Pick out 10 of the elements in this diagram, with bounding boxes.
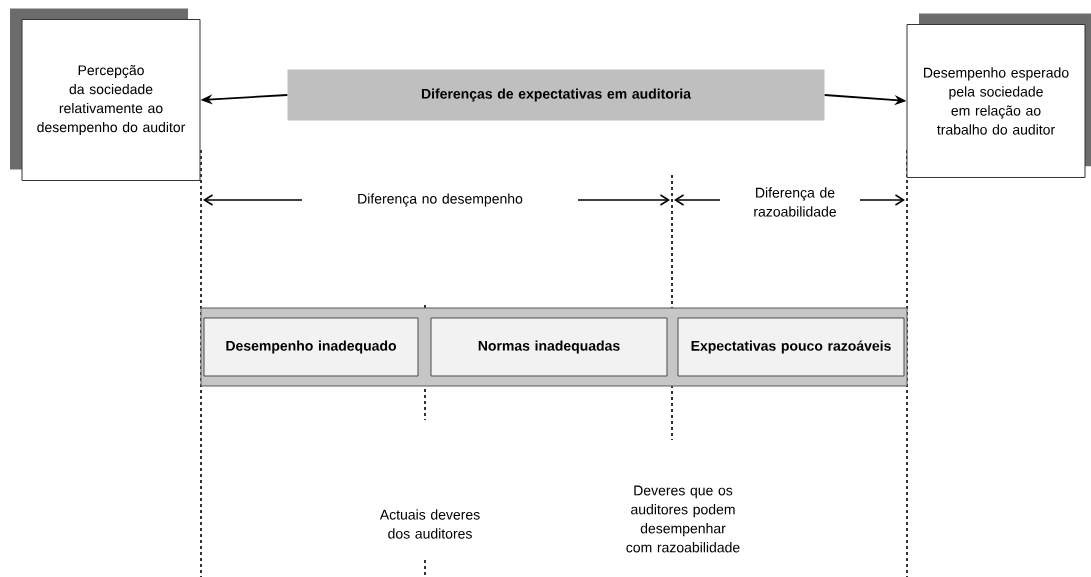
category-cell: Expectativas pouco razoáveis — [677, 317, 905, 377]
note-text: Diferença no desempenho — [358, 193, 523, 207]
text-box: Percepção da sociedade relativamente ao desempenho do auditor — [10, 8, 201, 181]
heading-band: Diferenças de expectativas em auditoria — [287, 69, 825, 121]
note-text: Deveres que os auditores podem desempenhar com razoabilidade — [626, 485, 740, 553]
note-text: Diferença de razoabilidade — [754, 187, 836, 217]
text-box: Desempenho esperado pela sociedade em relação ao trabalho do auditor — [906, 13, 1091, 178]
category-cell: Desempenho inadequado — [203, 317, 419, 377]
note-text: Actuais deveres dos auditores — [379, 509, 480, 539]
category-cell: Normas inadequadas — [430, 317, 668, 377]
